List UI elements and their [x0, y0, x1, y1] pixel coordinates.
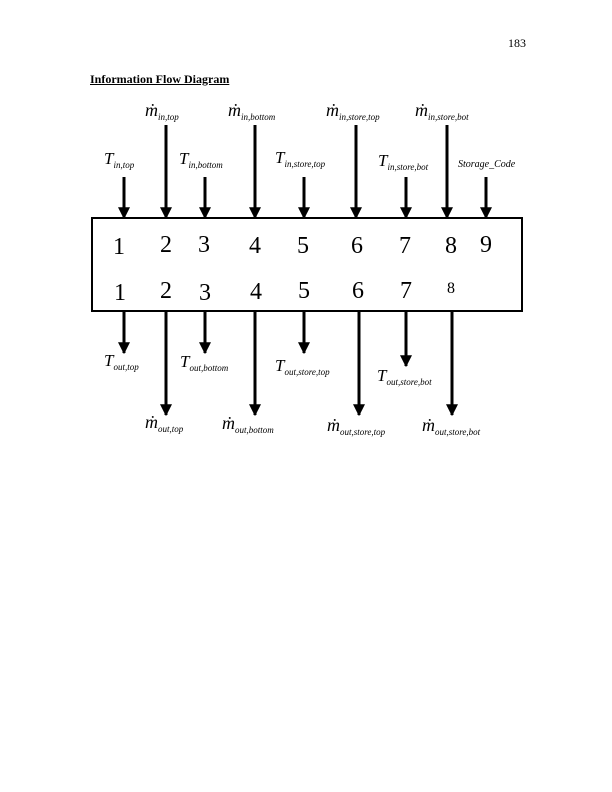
input-label-t-in-bottom: Tin,bottom [179, 149, 223, 170]
input-label-m-in-top: ṁin,top [145, 100, 179, 122]
input-number-4: 4 [249, 233, 261, 259]
input-number-5: 5 [297, 233, 309, 259]
input-number-7: 7 [399, 233, 411, 259]
output-number-5: 5 [298, 278, 310, 304]
page-number: 183 [508, 36, 526, 50]
output-number-3: 3 [199, 280, 211, 306]
output-number-4: 4 [250, 279, 262, 305]
input-label-m-in-store-top: ṁin,store,top [326, 100, 380, 122]
output-number-7: 7 [400, 278, 412, 304]
block-box [91, 217, 523, 312]
output-label-m-out-top: ṁout,top [145, 412, 184, 434]
output-number-1: 1 [114, 280, 126, 306]
input-label-m-in-bottom: ṁin,bottom [228, 100, 276, 122]
input-number-1: 1 [113, 234, 125, 260]
output-label-t-out-top: Tout,top [104, 351, 139, 372]
input-label-storage-code: Storage_Code [458, 159, 516, 170]
output-label-t-out-bottom: Tout,bottom [180, 352, 229, 373]
input-number-6: 6 [351, 233, 363, 259]
output-label-t-out-store-top: Tout,store,top [275, 356, 330, 377]
output-label-m-out-bottom: ṁout,bottom [222, 413, 274, 435]
input-number-9: 9 [480, 232, 492, 258]
output-label-t-out-store-bot: Tout,store,bot [377, 366, 432, 387]
output-number-6: 6 [352, 278, 364, 304]
input-number-8: 8 [445, 233, 457, 259]
input-label-t-in-store-top: Tin,store,top [275, 148, 326, 169]
input-label-m-in-store-bot: ṁin,store,bot [415, 100, 469, 122]
output-number-8: 8 [447, 280, 455, 297]
input-label-t-in-store-bot: Tin,store,bot [378, 151, 429, 172]
output-number-2: 2 [160, 278, 172, 304]
output-label-m-out-store-bot: ṁout,store,bot [422, 415, 481, 437]
output-label-m-out-store-top: ṁout,store,top [327, 415, 386, 437]
input-number-3: 3 [198, 232, 210, 258]
input-label-t-in-top: Tin,top [104, 149, 135, 170]
section-heading: Information Flow Diagram [90, 72, 230, 86]
input-number-2: 2 [160, 232, 172, 258]
